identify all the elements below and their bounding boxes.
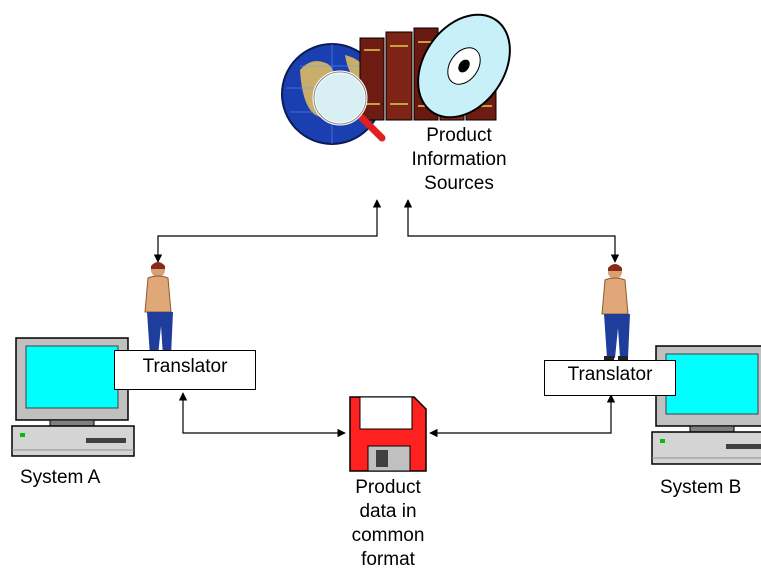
translator-box-right: Translator <box>544 360 676 396</box>
translator-box-left: Translator <box>114 350 256 390</box>
cd-icon <box>417 13 511 119</box>
common-data-line-4: format <box>361 549 415 570</box>
computer-icon <box>651 345 761 465</box>
common-data-line-3: common <box>351 525 425 546</box>
sources-label: Product Information Sources <box>404 124 514 196</box>
connector-left-translator-data <box>178 392 346 438</box>
sources-label-line-1: Product <box>426 125 492 146</box>
person-icon <box>601 264 630 361</box>
connector-left-translator-sources <box>153 199 382 263</box>
common-data-line-1: Product <box>355 477 421 498</box>
common-data-label: Product data in common format <box>338 476 438 572</box>
common-data-line-2: data in <box>359 501 417 522</box>
translator-label-left: Translator <box>142 356 228 377</box>
translator-label-right: Translator <box>567 364 653 385</box>
sources-label-line-3: Sources <box>424 173 494 194</box>
magnifier-icon <box>312 70 386 142</box>
connector-right-translator-sources <box>403 199 620 263</box>
connector-right-translator-data <box>429 394 616 438</box>
system-a-label: System A <box>20 467 101 488</box>
sources-label-line-2: Information <box>411 149 507 170</box>
computer-icon <box>11 337 135 457</box>
system-b-label: System B <box>660 477 742 498</box>
